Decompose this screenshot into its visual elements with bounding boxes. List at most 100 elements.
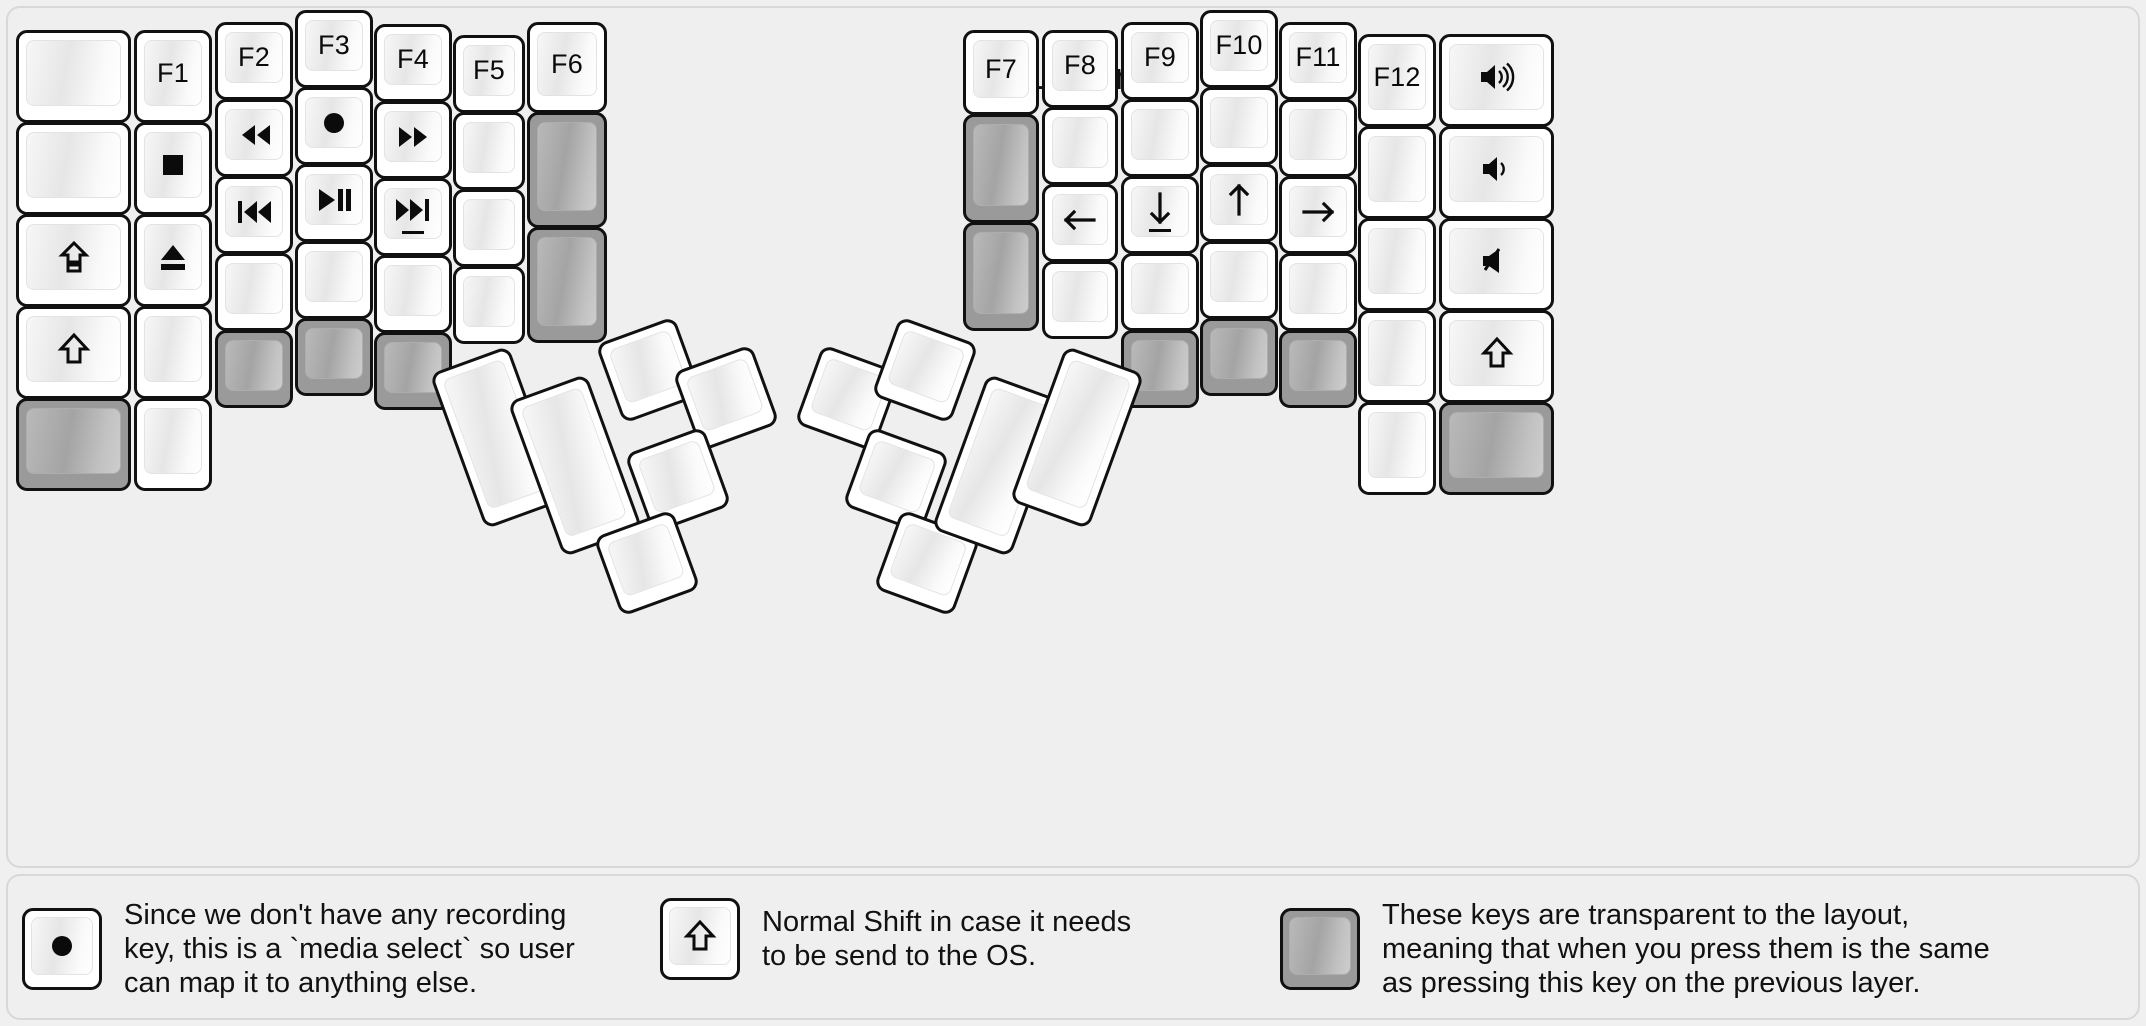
key-transparent-tall-2[interactable] <box>527 227 607 343</box>
key-media-prev[interactable] <box>215 176 293 254</box>
key-transparent-rm5[interactable] <box>1200 318 1278 396</box>
key-volume-up[interactable] <box>1439 34 1554 127</box>
key-blank-l1[interactable] <box>16 30 131 123</box>
key-blank-i4[interactable] <box>374 255 452 333</box>
eject-icon <box>153 240 193 274</box>
key-caps-lock[interactable] <box>16 214 131 307</box>
keycap-surface <box>305 251 363 302</box>
key-transparent-r5[interactable] <box>215 330 293 408</box>
key-blank-m4[interactable] <box>295 241 373 319</box>
keycap-surface <box>1131 263 1189 314</box>
key-f1[interactable]: F1 <box>134 30 212 123</box>
keycap-surface <box>537 32 597 96</box>
key-f9[interactable]: F9 <box>1121 22 1199 100</box>
key-f7[interactable]: F7 <box>963 30 1039 115</box>
key-media-fastforward[interactable] <box>374 101 452 179</box>
key-f11[interactable]: F11 <box>1279 22 1357 100</box>
key-media-eject[interactable] <box>134 214 212 307</box>
keycap-surface <box>886 328 967 405</box>
keycap-surface <box>1289 32 1347 83</box>
key-label: F10 <box>1215 30 1263 60</box>
keycap-surface <box>26 408 121 474</box>
key-blank-in4[interactable] <box>453 266 525 344</box>
key-f6[interactable]: F6 <box>527 22 607 113</box>
key-blank-rp2[interactable] <box>1358 126 1436 219</box>
key-media-rewind[interactable] <box>215 99 293 177</box>
keycap-surface <box>384 265 442 316</box>
key-transparent-m5[interactable] <box>295 318 373 396</box>
key-blank-ri4[interactable] <box>1042 261 1118 339</box>
key-blank-rx4[interactable] <box>1121 253 1199 331</box>
key-media-stop[interactable] <box>134 122 212 215</box>
key-arrow-down[interactable] <box>1121 176 1199 254</box>
keycap-surface <box>463 199 515 250</box>
caps-lock-arrow-icon <box>54 240 94 274</box>
rewind-icon <box>234 118 274 152</box>
keycap-surface <box>384 111 442 162</box>
key-transparent-l5[interactable] <box>16 398 131 491</box>
key-f4[interactable]: F4 <box>374 24 452 102</box>
keycap-surface <box>973 40 1029 98</box>
key-f8[interactable]: F8 <box>1042 30 1118 108</box>
key-arrow-right[interactable] <box>1279 176 1357 254</box>
keycap-surface <box>537 122 597 211</box>
key-blank-rm4[interactable] <box>1200 241 1278 319</box>
keycap-surface <box>1052 271 1108 322</box>
key-f10[interactable]: F10 <box>1200 10 1278 88</box>
key-arrow-left[interactable] <box>1042 184 1118 262</box>
legend-key-sample <box>660 898 740 980</box>
key-media-playpause[interactable] <box>295 164 373 242</box>
key-blank-rr4[interactable] <box>1279 253 1357 331</box>
keycap-surface <box>1368 412 1426 478</box>
key-media-next[interactable] <box>374 178 452 256</box>
key-arrow-up[interactable] <box>1200 164 1278 242</box>
legend-item: These keys are transparent to the layout… <box>1280 898 1990 1001</box>
legend-panel <box>6 874 2140 1020</box>
key-blank-rm2[interactable] <box>1200 87 1278 165</box>
keycap-surface <box>605 521 686 598</box>
keycap-surface <box>1210 251 1268 302</box>
keycap-surface <box>1368 44 1426 110</box>
key-blank-ri2[interactable] <box>1042 107 1118 185</box>
key-blank-rx2[interactable] <box>1121 99 1199 177</box>
key-blank-rp5[interactable] <box>1358 402 1436 495</box>
key-transparent-rt-2[interactable] <box>963 222 1039 331</box>
key-f2[interactable]: F2 <box>215 22 293 100</box>
keycap-surface <box>463 122 515 173</box>
key-blank-rp4[interactable] <box>1358 310 1436 403</box>
keycap-surface <box>1210 97 1268 148</box>
key-transparent-rr5[interactable] <box>1279 330 1357 408</box>
legend-key-sample <box>22 908 102 991</box>
key-f5[interactable]: F5 <box>453 35 525 113</box>
keycap-surface <box>463 45 515 96</box>
keycap-surface <box>305 328 363 379</box>
key-media-record[interactable] <box>295 87 373 165</box>
keycap-surface <box>636 438 717 515</box>
keycap-surface <box>225 263 283 314</box>
key-blank-l4[interactable] <box>134 306 212 399</box>
key-volume-mute[interactable] <box>1439 218 1554 311</box>
key-blank-l2[interactable] <box>16 122 131 215</box>
keycap-surface <box>144 408 202 474</box>
keycap-surface <box>1449 320 1544 386</box>
keycap-surface <box>1368 136 1426 202</box>
key-f12[interactable]: F12 <box>1358 34 1436 127</box>
key-blank-in3[interactable] <box>453 189 525 267</box>
key-transparent-tall-1[interactable] <box>527 112 607 228</box>
volume-down-icon <box>1477 152 1517 186</box>
key-shift-right[interactable] <box>1439 310 1554 403</box>
legend-item: Since we don't have any recording key, t… <box>22 898 575 1001</box>
arrow-up-icon <box>1219 183 1259 217</box>
key-blank-in2[interactable] <box>453 112 525 190</box>
key-label: F12 <box>1373 61 1421 92</box>
key-volume-down[interactable] <box>1439 126 1554 219</box>
key-transparent-rpo5[interactable] <box>1439 402 1554 495</box>
key-blank-l5[interactable] <box>134 398 212 491</box>
key-blank-rr2[interactable] <box>1279 99 1357 177</box>
key-f3[interactable]: F3 <box>295 10 373 88</box>
key-transparent-rt-1[interactable] <box>963 114 1039 223</box>
key-blank-rp3[interactable] <box>1358 218 1436 311</box>
key-blank-r4[interactable] <box>215 253 293 331</box>
key-shift-left[interactable] <box>16 306 131 399</box>
